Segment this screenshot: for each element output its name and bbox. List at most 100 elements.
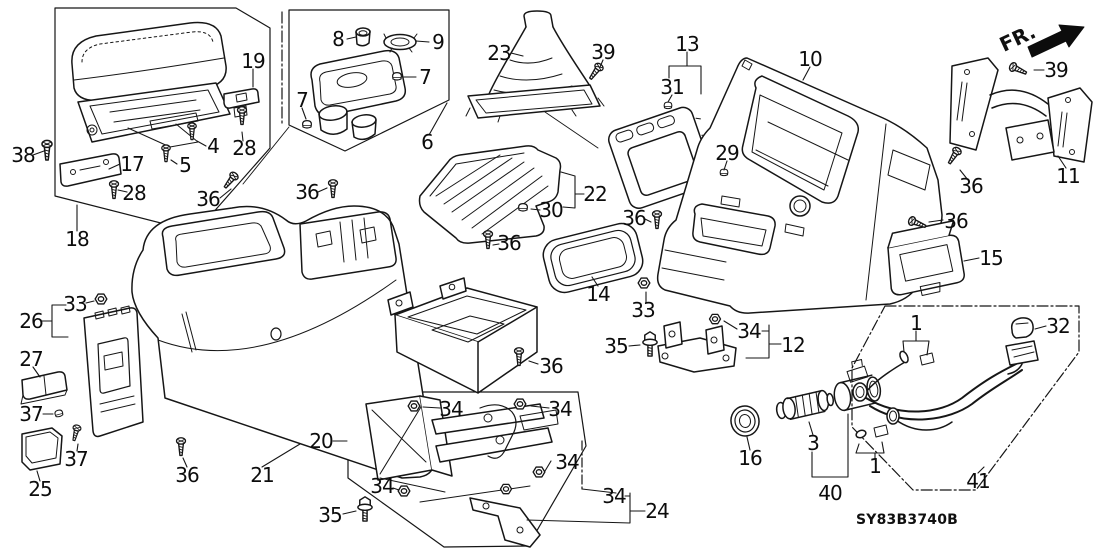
callout-part-36: 36 [622,206,646,230]
callout-part-18: 18 [65,227,89,251]
bolt-35 [357,496,373,522]
callout-part-39: 39 [1044,58,1068,82]
callout-part-37: 37 [64,447,88,471]
part-1-bulb [899,350,909,364]
screw-36 [944,145,964,167]
callout-part-36: 36 [497,231,521,255]
callout-part-8: 8 [332,27,345,51]
part-12-bracket [657,321,737,373]
screw-36 [651,210,663,230]
leader-lines [32,36,1067,524]
callout-part-31: 31 [660,75,684,99]
clip-7 [302,119,312,129]
screw-4 [187,122,197,141]
part-26-front-panel [83,307,144,438]
callout-part-12: 12 [781,333,805,357]
screw-38 [41,139,53,161]
callout-part-34: 34 [439,397,463,421]
callout-part-34: 34 [737,319,761,343]
callout-part-39: 39 [591,40,615,64]
harness-connector [1005,340,1039,366]
nut-34 [407,400,421,412]
callout-part-27: 27 [19,347,43,371]
nut-34 [532,466,546,478]
callout-part-22: 22 [583,182,607,206]
callout-part-36: 36 [959,174,983,198]
group-40-lighter-socket [775,358,882,421]
box-armrest-group [54,7,271,233]
callout-part-15: 15 [979,246,1003,270]
callout-part-17: 17 [120,152,144,176]
callout-part-37: 37 [19,402,43,426]
nut-33 [94,293,108,305]
clip-30 [517,203,529,212]
grommet-37 [53,408,64,419]
part-console-rear-tray [387,277,538,394]
callout-part-36: 36 [539,354,563,378]
callout-part-36: 36 [295,180,319,204]
callout-part-38: 38 [11,143,35,167]
screw-37 [69,423,83,442]
part-17-hinge-plate [59,153,122,187]
callout-part-26: 26 [19,309,43,333]
screw-39 [1007,60,1029,78]
callout-part-5: 5 [179,153,192,177]
callout-part-35: 35 [318,503,342,527]
part-14-boot-ring [542,222,644,294]
part-11-rear-brackets [949,57,1093,163]
part-22-console-slider-mat [418,145,562,244]
cup-holder-tray [310,49,407,117]
callout-part-36: 36 [944,209,968,233]
part-23-shift-boot [465,10,605,123]
part-15-rear-ashtray [887,220,965,296]
callout-part-36: 36 [196,187,220,211]
box-cupholder-group [288,9,450,152]
nut-34 [708,313,722,325]
bolt-35 [642,331,658,357]
callout-part-1: 1 [869,454,882,478]
part-1-bulb [855,429,867,439]
callout-part-41: 41 [966,469,990,493]
callout-part-23: 23 [487,41,511,65]
part-10-console-rear-trim [656,57,943,314]
callout-part-29: 29 [715,141,739,165]
callout-part-28: 28 [122,181,146,205]
callout-part-34: 34 [555,450,579,474]
nut-33 [637,277,651,289]
screw-39 [586,61,606,82]
callout-part-11: 11 [1056,164,1080,188]
part-24-lower-bracket [469,497,541,548]
diagram-code: SY83B3740B [856,512,959,528]
clip-7 [392,71,402,81]
box-harness-group [851,305,1080,491]
callout-part-32: 32 [1046,314,1070,338]
callout-part-7: 7 [419,65,432,89]
callout-part-34: 34 [548,397,572,421]
callout-part-24: 24 [645,499,669,523]
fr-arrow-icon [1027,24,1085,58]
callout-part-40: 40 [818,481,842,505]
callout-part-6: 6 [421,130,434,154]
nut-34 [397,485,411,497]
callout-part-33: 33 [631,298,655,322]
callout-part-28: 28 [232,136,256,160]
callout-part-33: 33 [63,292,87,316]
group-41-harness [852,317,1039,439]
nut-34 [499,483,513,495]
part-19-latch [223,88,260,109]
group-26-front-pocket [20,305,144,471]
part-9-ring [383,33,417,51]
clip-31 [663,101,673,110]
callout-part-34: 34 [602,484,626,508]
callout-part-30: 30 [539,198,563,222]
part-25-pocket [21,427,63,471]
screw-36 [175,437,187,457]
callout-part-3: 3 [807,431,820,455]
callout-part-13: 13 [675,32,699,56]
callout-part-35: 35 [604,334,628,358]
screw-36 [327,179,339,199]
screw-36 [220,170,241,191]
callout-part-9: 9 [432,30,445,54]
